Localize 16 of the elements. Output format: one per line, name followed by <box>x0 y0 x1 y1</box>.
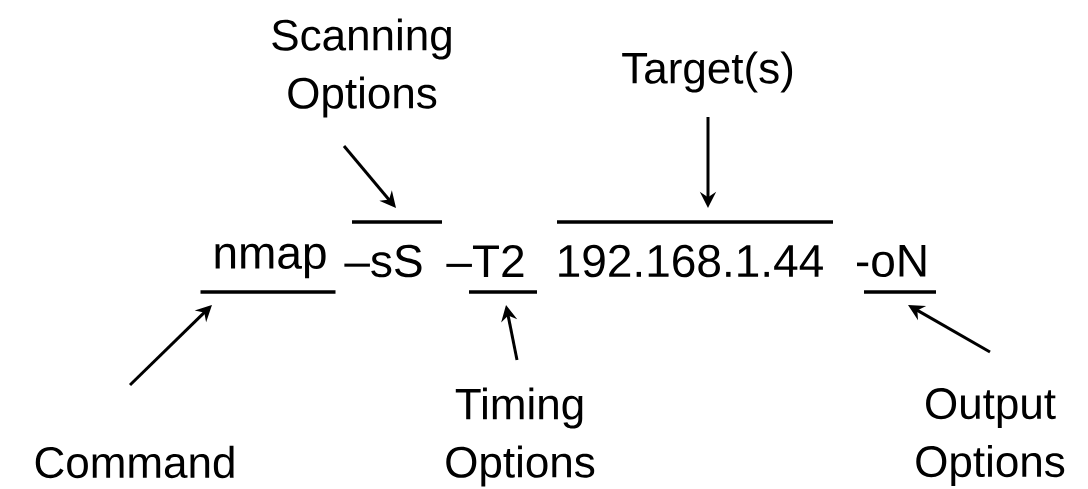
bracket-bar <box>864 290 936 294</box>
bracket-bar <box>200 290 336 294</box>
annotation-label: Timing Options <box>446 387 595 487</box>
command-text: –sS <box>344 244 422 278</box>
annotation-label: Scanning Options <box>272 18 451 118</box>
arrow <box>128 305 212 387</box>
command-text: -oN <box>857 244 926 278</box>
bracket-bar <box>352 220 442 224</box>
annotation-label: Command <box>35 445 234 479</box>
command-text: nmap <box>215 243 326 279</box>
bracket-bar <box>557 220 833 224</box>
bracket-bar <box>469 290 537 294</box>
annotation-label: Target(s) <box>622 51 793 93</box>
command-text: –T2 <box>446 244 524 278</box>
annotation-label: Output Options <box>916 388 1065 486</box>
command-text: 192.168.1.44 <box>559 244 823 278</box>
